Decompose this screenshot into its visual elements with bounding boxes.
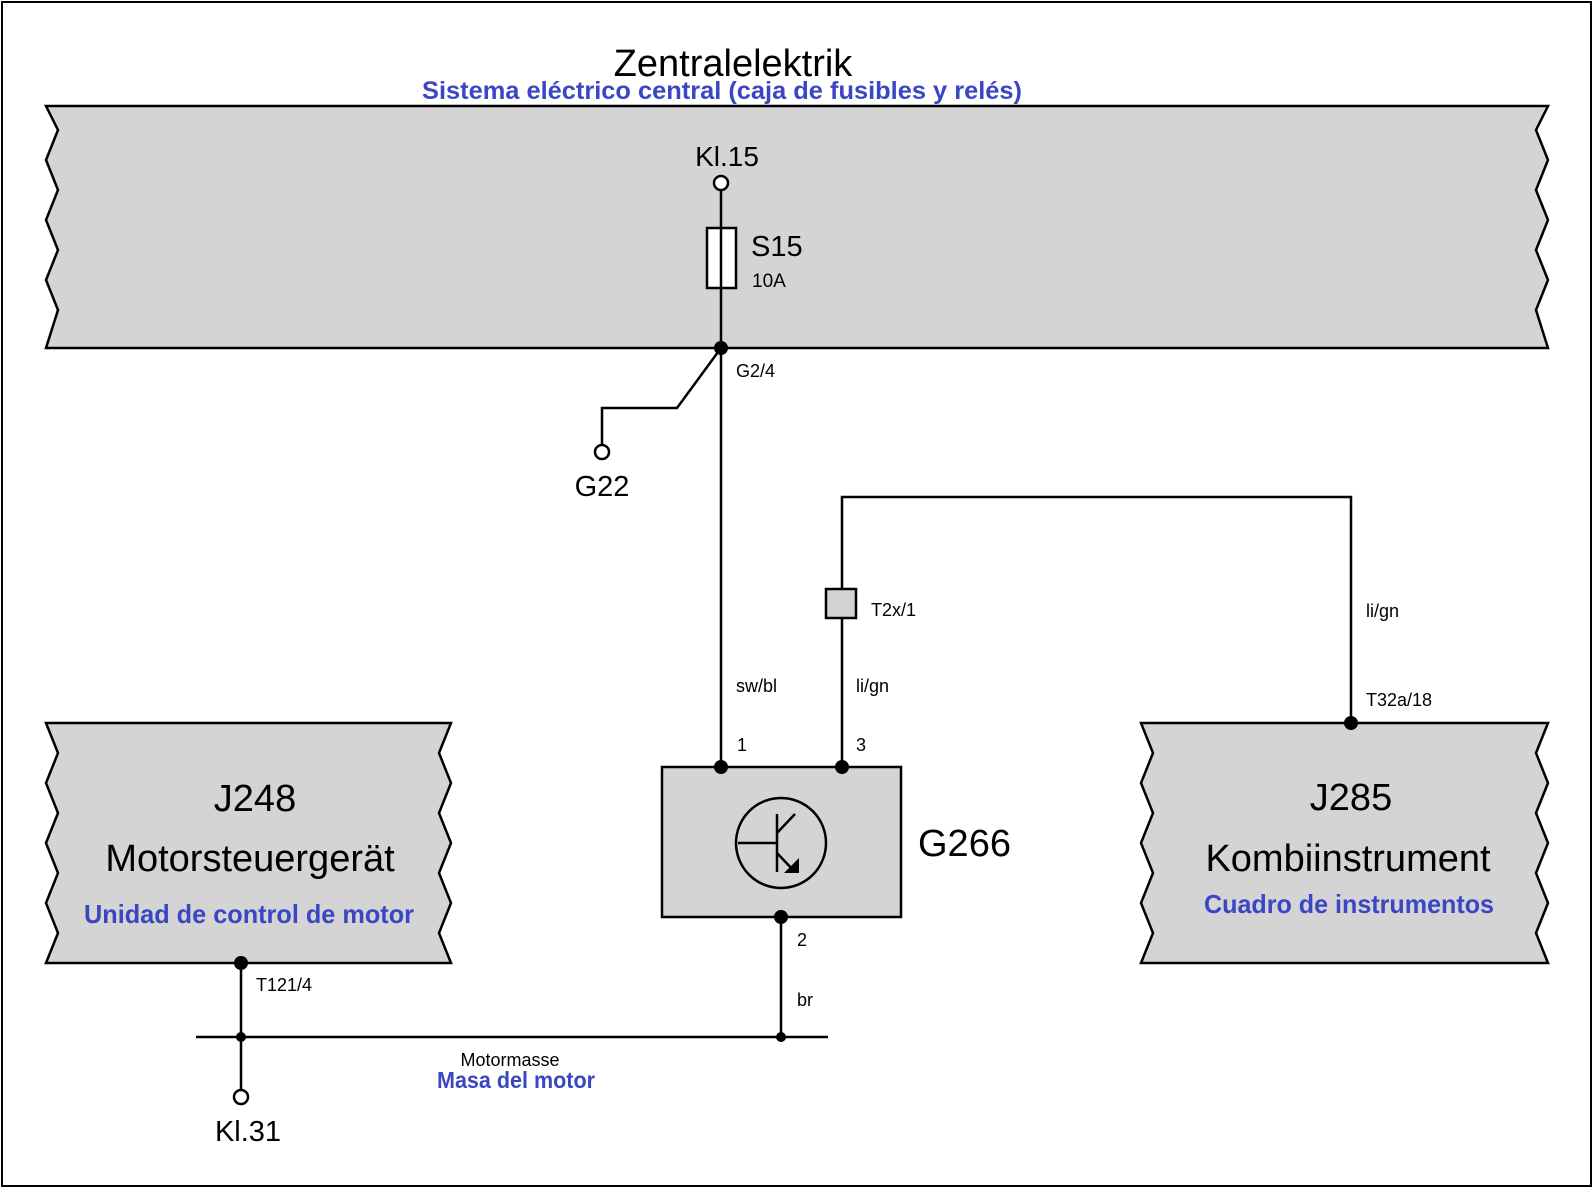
sensor-name: G266 (918, 823, 1011, 865)
wire-color-lign-right: li/gn (1366, 601, 1399, 621)
signal-wire (840, 495, 1353, 767)
ground-node-right (776, 1032, 786, 1042)
ecu-j285-box (1139, 721, 1550, 965)
ground-node-left (236, 1032, 246, 1042)
pin1-label: 1 (737, 735, 747, 755)
ecu-j248-name: Motorsteuergerät (105, 838, 395, 880)
fuse-rating: 10A (752, 271, 786, 292)
wire-color-lign-left: li/gn (856, 676, 889, 696)
pin1-junction (714, 760, 728, 774)
t2x-label: T2x/1 (871, 600, 916, 620)
g22-label: G22 (575, 471, 630, 503)
central-subtitle: Sistema eléctrico central (caja de fusib… (422, 77, 1022, 105)
kl15-terminal (712, 174, 730, 192)
wire-color-swbl: sw/bl (736, 676, 777, 696)
ecu-j285-code: J285 (1310, 777, 1392, 819)
kl31-label: Kl.31 (215, 1116, 281, 1148)
pin2-label: 2 (797, 930, 807, 950)
t32a-junction (1344, 716, 1358, 730)
t121-label: T121/4 (256, 975, 312, 995)
ground-name: Motormasse (460, 1050, 559, 1070)
ground-subtitle: Masa del motor (437, 1067, 595, 1093)
g22-terminal (593, 443, 611, 461)
pin3-junction (835, 760, 849, 774)
ecu-j285-name: Kombiinstrument (1205, 838, 1491, 880)
kl31-terminal (232, 1088, 250, 1106)
central-title: Zentralelektrik (614, 43, 854, 85)
fuse-name: S15 (751, 231, 803, 263)
ecu-j285-subtitle: Cuadro de instrumentos (1204, 889, 1494, 919)
ecu-j248-subtitle: Unidad de control de motor (84, 899, 414, 929)
kl15-label: Kl.15 (695, 141, 759, 172)
ecu-j248-box (44, 721, 453, 965)
wire-color-br: br (797, 990, 813, 1010)
transistor-icon (734, 796, 828, 890)
t32a-label: T32a/18 (1366, 690, 1432, 710)
pin3-label: 3 (856, 735, 866, 755)
ecu-j248-code: J248 (214, 778, 296, 820)
central-electrics-box (43, 104, 1551, 350)
g22-branch-wire (600, 347, 723, 446)
sensor-g266-box (660, 765, 903, 919)
t2x-connector (824, 587, 858, 620)
g2-4-label: G2/4 (736, 361, 775, 381)
